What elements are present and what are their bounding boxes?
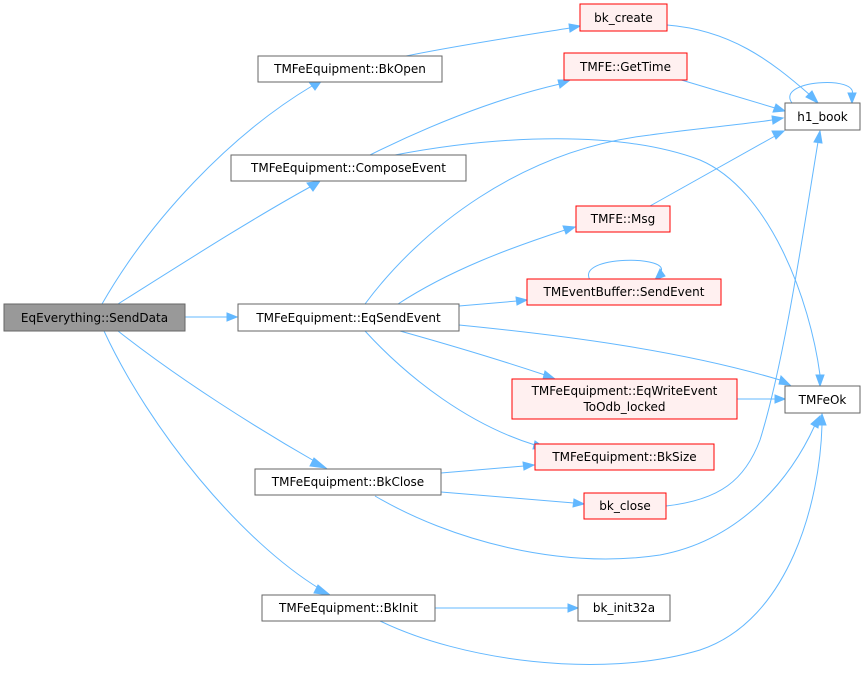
edge-eqsendevent-evbufsend xyxy=(458,296,529,307)
node-bkclose-label: TMFeEquipment::BkClose xyxy=(271,475,424,489)
node-bksize-label: TMFeEquipment::BkSize xyxy=(551,450,696,464)
node-composeevent-label: TMFeEquipment::ComposeEvent xyxy=(250,161,446,175)
edge-bkclose-bksize xyxy=(440,461,536,474)
node-bkinit[interactable]: TMFeEquipment::BkInit xyxy=(261,594,436,622)
node-senddata-label: EqEverything::SendData xyxy=(21,311,168,325)
node-bkinit-label: TMFeEquipment::BkInit xyxy=(278,601,418,615)
node-gettime-label: TMFE::GetTime xyxy=(579,60,671,74)
edge-senddata-bkinit xyxy=(103,330,332,596)
edge-bkopen-bkcreate xyxy=(405,23,582,57)
edge-bkclose-tmfeok xyxy=(374,414,821,560)
node-tmfeok-label: TMFeOk xyxy=(798,393,847,407)
node-bkclose[interactable]: TMFeEquipment::BkClose xyxy=(254,468,442,496)
edge-eqsendevent-eqwriteodb xyxy=(399,330,557,380)
edge-bkinit-tmfeok xyxy=(379,412,827,665)
node-eqsendevent[interactable]: TMFeEquipment::EqSendEvent xyxy=(237,303,460,332)
node-senddata[interactable]: EqEverything::SendData xyxy=(3,303,186,332)
edge-eqsendevent-msg xyxy=(397,225,577,305)
edge-bkinit-bkinit32a xyxy=(435,603,580,613)
node-bkcreate-label: bk_create xyxy=(594,11,653,25)
graph-nodes: EqEverything::SendData TMFeEquipment::Bk… xyxy=(3,3,861,622)
edge-evbufsend-self xyxy=(587,259,666,281)
node-h1book-label: h1_book xyxy=(797,110,848,124)
node-bkopen[interactable]: TMFeEquipment::BkOpen xyxy=(257,55,443,83)
edge-msg-h1book xyxy=(649,130,786,207)
node-eqwriteodb-label-line2: ToOdb_locked xyxy=(582,400,665,414)
node-bkclosefn-label: bk_close xyxy=(599,499,650,513)
edge-senddata-composeevent xyxy=(117,180,322,305)
edge-eqsendevent-tmfeok xyxy=(458,324,792,386)
node-tmfeok[interactable]: TMFeOk xyxy=(784,385,861,414)
node-bkinit32a-label: bk_init32a xyxy=(593,601,655,615)
node-bkinit32a[interactable]: bk_init32a xyxy=(577,594,671,622)
edge-gettime-h1book xyxy=(677,78,787,113)
node-evbufsend-label: TMEventBuffer::SendEvent xyxy=(543,285,705,299)
graph-edges xyxy=(101,23,857,665)
node-eqwriteodb[interactable]: TMFeEquipment::EqWriteEvent ToOdb_locked xyxy=(511,378,738,420)
edge-eqsendevent-h1book xyxy=(364,115,785,305)
node-bkopen-label: TMFeEquipment::BkOpen xyxy=(273,62,426,76)
edge-bkclose-bkclosefn xyxy=(440,491,586,508)
edge-senddata-bkclose xyxy=(117,330,328,469)
node-eqwriteodb-label-line1: TMFeEquipment::EqWriteEvent xyxy=(531,384,718,398)
edge-composeevent-tmfeok xyxy=(394,138,825,388)
edge-h1book-self xyxy=(789,82,857,105)
edge-senddata-eqsendevent xyxy=(185,312,239,322)
edge-senddata-bkopen xyxy=(101,79,324,305)
node-msg[interactable]: TMFE::Msg xyxy=(575,205,671,233)
edge-bkclosefn-h1book xyxy=(665,129,823,507)
node-evbufsend[interactable]: TMEventBuffer::SendEvent xyxy=(526,278,722,306)
node-gettime[interactable]: TMFE::GetTime xyxy=(563,52,688,81)
node-composeevent[interactable]: TMFeEquipment::ComposeEvent xyxy=(230,154,467,182)
node-eqsendevent-label: TMFeEquipment::EqSendEvent xyxy=(255,311,441,325)
node-h1book[interactable]: h1_book xyxy=(784,102,861,131)
node-bkcreate[interactable]: bk_create xyxy=(579,3,668,32)
node-bkclosefn[interactable]: bk_close xyxy=(583,492,667,520)
edge-eqwriteodb-tmfeok xyxy=(737,394,787,404)
node-msg-label: TMFE::Msg xyxy=(590,212,655,226)
node-bksize[interactable]: TMFeEquipment::BkSize xyxy=(534,443,715,471)
edge-bkcreate-h1book xyxy=(666,24,820,105)
